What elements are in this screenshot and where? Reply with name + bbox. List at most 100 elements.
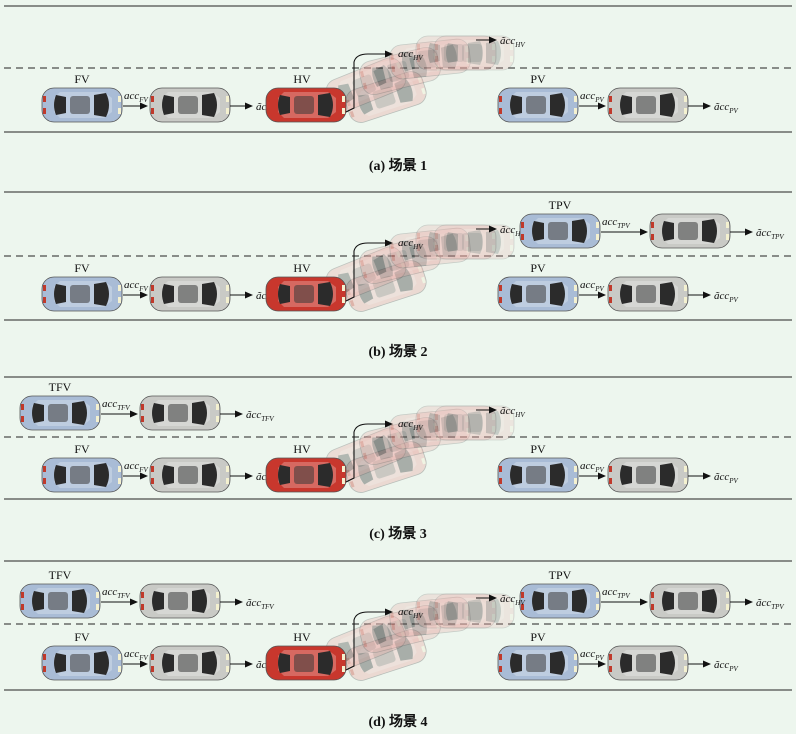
pred-acc-label-tfv: ãccTFV	[246, 597, 274, 611]
car-pv	[497, 276, 579, 312]
hv-trajectory-ghost-car	[359, 604, 441, 654]
vehicle-label-pv: PV	[530, 630, 546, 644]
acc-label-hv: accHV	[398, 418, 423, 432]
predicted-car-tpv	[649, 213, 731, 249]
vehicle-label-fv: FV	[74, 442, 90, 456]
hv-trajectory-ghost-car	[345, 629, 427, 681]
pred-acc-label-hv: ãccHV	[500, 35, 525, 49]
acc-label-fv: accFV	[124, 279, 149, 293]
car-fv	[41, 457, 123, 493]
acc-label-fv: accFV	[124, 90, 149, 104]
pred-acc-label-hv: ãccHV	[500, 405, 525, 419]
vehicle-label-pv: PV	[530, 261, 546, 275]
predicted-car-pv	[607, 276, 689, 312]
pred-acc-label-hv: ãccHV	[500, 593, 525, 607]
acc-label-fv: accFV	[124, 648, 149, 662]
vehicle-label-fv: FV	[74, 72, 90, 86]
car-hv	[265, 276, 347, 312]
hv-trajectory-ghost-car	[433, 224, 515, 260]
pred-acc-label-pv: ãccPV	[714, 471, 739, 485]
car-pv	[497, 457, 579, 493]
hv-trajectory-ghost-car	[345, 441, 427, 493]
car-tfv	[19, 583, 101, 619]
hv-trajectory-ghost-car	[415, 593, 497, 629]
predicted-car-pv	[607, 645, 689, 681]
hv-trajectory-ghost-car	[433, 405, 515, 441]
vehicle-label-hv: HV	[293, 442, 311, 456]
car-pv	[497, 87, 579, 123]
hv-lane-change-arrow	[345, 608, 393, 671]
hv-lane-change-arrow	[345, 50, 393, 113]
hv-trajectory-ghost-car	[415, 35, 497, 71]
pred-acc-label-tpv: ãccTPV	[756, 597, 784, 611]
hv-trajectory-ghost-car	[359, 235, 441, 285]
acc-label-pv: accPV	[580, 279, 605, 293]
predicted-car-fv	[149, 276, 231, 312]
car-pv	[497, 645, 579, 681]
vehicle-label-tpv: TPV	[549, 568, 572, 582]
scenario-panel	[4, 560, 792, 691]
hv-lane-change-arrow	[345, 239, 393, 302]
scenario-caption: (c) 场景 3	[369, 526, 427, 542]
predicted-car-fv	[149, 645, 231, 681]
car-hv	[265, 645, 347, 681]
vehicle-label-tfv: TFV	[49, 380, 72, 394]
vehicle-label-tpv: TPV	[549, 198, 572, 212]
pred-acc-label-pv: ãccPV	[714, 659, 739, 673]
pred-acc-label-tpv: ãccTPV	[756, 227, 784, 241]
car-fv	[41, 645, 123, 681]
hv-trajectory-ghost-car	[389, 408, 471, 450]
scenario-panel	[4, 5, 792, 133]
acc-label-tfv: accTFV	[102, 586, 130, 600]
hv-trajectory-ghost-car	[389, 227, 471, 269]
predicted-car-pv	[607, 87, 689, 123]
hv-trajectory-ghost-car	[359, 416, 441, 466]
vehicle-label-pv: PV	[530, 442, 546, 456]
vehicle-label-hv: HV	[293, 72, 311, 86]
car-hv	[265, 457, 347, 493]
vehicle-label-hv: HV	[293, 261, 311, 275]
vehicle-label-fv: FV	[74, 630, 90, 644]
scenario-panel	[4, 376, 792, 500]
pred-acc-label-tfv: ãccTFV	[246, 409, 274, 423]
acc-label-pv: accPV	[580, 648, 605, 662]
scenario-panel	[4, 191, 792, 321]
car-tpv	[519, 583, 601, 619]
hv-lane-change-arrow	[345, 420, 393, 483]
acc-label-hv: accHV	[398, 237, 423, 251]
vehicle-label-hv: HV	[293, 630, 311, 644]
hv-trajectory-ghost-car	[415, 405, 497, 441]
car-tfv	[19, 395, 101, 431]
vehicle-label-tfv: TFV	[49, 568, 72, 582]
predicted-car-pv	[607, 457, 689, 493]
acc-label-tpv: accTPV	[602, 586, 630, 600]
acc-label-hv: accHV	[398, 606, 423, 620]
scenario-caption: (d) 场景 4	[368, 714, 427, 730]
scenario-caption: (a) 场景 1	[369, 158, 427, 174]
hv-trajectory-ghost-car	[345, 260, 427, 312]
vehicle-label-fv: FV	[74, 261, 90, 275]
acc-label-tpv: accTPV	[602, 216, 630, 230]
scenario-caption: (b) 场景 2	[368, 344, 427, 360]
predicted-car-tpv	[649, 583, 731, 619]
hv-trajectory-ghost-car	[359, 46, 441, 96]
car-fv	[41, 87, 123, 123]
predicted-car-fv	[149, 87, 231, 123]
hv-trajectory-ghost-car	[389, 38, 471, 80]
acc-label-tfv: accTFV	[102, 398, 130, 412]
car-fv	[41, 276, 123, 312]
pred-acc-label-pv: ãccPV	[714, 101, 739, 115]
car-tpv	[519, 213, 601, 249]
hv-trajectory-ghost-car	[389, 596, 471, 638]
predicted-car-tfv	[139, 395, 221, 431]
hv-trajectory-ghost-car	[345, 71, 427, 123]
predicted-car-fv	[149, 457, 231, 493]
predicted-car-tfv	[139, 583, 221, 619]
acc-label-pv: accPV	[580, 460, 605, 474]
acc-label-pv: accPV	[580, 90, 605, 104]
pred-acc-label-pv: ãccPV	[714, 290, 739, 304]
car-hv	[265, 87, 347, 123]
hv-trajectory-ghost-car	[415, 224, 497, 260]
hv-trajectory-ghost-car	[433, 35, 515, 71]
